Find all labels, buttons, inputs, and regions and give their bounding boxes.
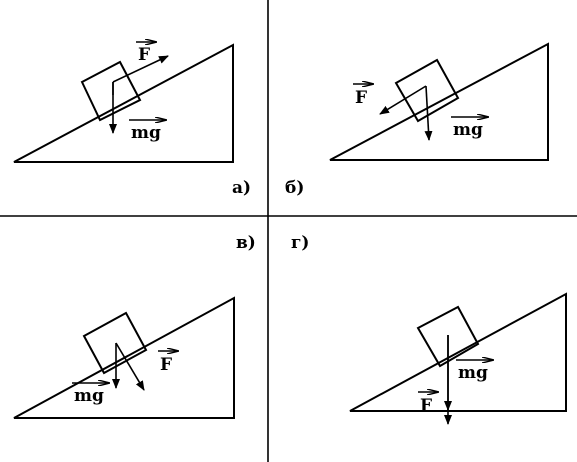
caption-v: в) (236, 233, 256, 253)
incline-a (13, 43, 234, 163)
weight-label-b: mg (453, 120, 483, 140)
force-label-g: F (420, 396, 432, 416)
panel-v: F mg в) (13, 233, 256, 419)
block-v (82, 311, 148, 375)
weight-arrow-b (424, 85, 433, 141)
block-b (394, 58, 460, 123)
force-label-v: F (160, 355, 172, 375)
caption-b: б) (285, 178, 304, 198)
weight-label-g: mg (458, 363, 488, 383)
caption-g: г) (291, 233, 309, 253)
force-label-a: F (138, 45, 150, 65)
caption-a: а) (232, 178, 251, 198)
force-arrow-b (379, 85, 427, 115)
incline-g (349, 292, 567, 412)
panel-b: F mg б) (285, 42, 549, 198)
incline-b (329, 42, 549, 161)
force-label-b: F (355, 88, 367, 108)
incline-v (13, 296, 235, 419)
block-a (80, 60, 142, 122)
block-g (416, 305, 480, 368)
weight-label-a: mg (131, 123, 161, 143)
panel-a: F mg а) (13, 42, 251, 198)
force-arrow-v (115, 342, 145, 391)
weight-label-v: mg (74, 386, 104, 406)
panel-g: mg F г) (291, 233, 567, 425)
